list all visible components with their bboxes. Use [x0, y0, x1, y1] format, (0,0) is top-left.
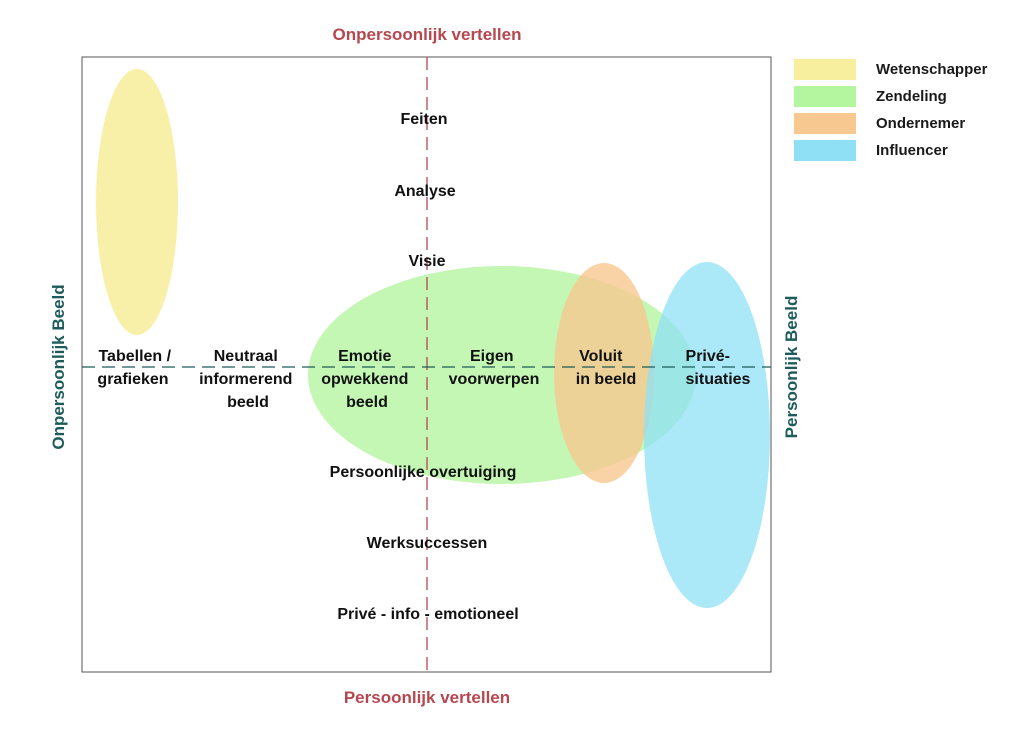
wetenschapper-region — [96, 69, 178, 335]
axis-title-right: Persoonlijk Beeld — [782, 296, 801, 439]
axis-title-top: Onpersoonlijk vertellen — [333, 25, 522, 44]
item-analyse: Analyse — [394, 183, 455, 200]
legend-swatch-influencer — [794, 140, 856, 161]
item-emotie-opwekkend-beeld: Emotie opwekkend beeld — [321, 348, 413, 411]
item-eigen-voorwerpen: Eigen voorwerpen — [449, 348, 540, 388]
legend: Wetenschapper Zendeling Ondernemer Influ… — [794, 56, 987, 164]
legend-item-ondernemer: Ondernemer — [794, 110, 987, 137]
axis-title-left: Onpersoonlijk Beeld — [49, 284, 68, 449]
influencer-region — [644, 262, 770, 608]
ondernemer-region — [554, 263, 654, 483]
legend-label: Wetenschapper — [876, 61, 988, 78]
legend-swatch-wetenschapper — [794, 59, 856, 80]
legend-label: Influencer — [876, 142, 948, 159]
item-persoonlijke-overtuiging: Persoonlijke overtuiging — [330, 464, 517, 481]
item-voluit-in-beeld: Voluit in beeld — [576, 348, 636, 388]
item-neutraal-informerend-beeld: Neutraal informerend beeld — [199, 348, 297, 411]
item-tabellen-grafieken: Tabellen / grafieken — [97, 348, 175, 388]
item-werksuccessen: Werksuccessen — [367, 535, 488, 552]
item-prive-info-emotioneel: Privé - info - emotioneel — [337, 606, 518, 623]
legend-swatch-ondernemer — [794, 113, 856, 134]
item-visie: Visie — [408, 253, 445, 270]
legend-item-influencer: Influencer — [794, 137, 987, 164]
legend-label: Ondernemer — [876, 115, 966, 132]
item-prive-situaties: Privé- situaties — [686, 348, 751, 388]
legend-label: Zendeling — [876, 88, 947, 105]
legend-item-wetenschapper: Wetenschapper — [794, 56, 987, 83]
axis-title-bottom: Persoonlijk vertellen — [344, 688, 510, 707]
item-feiten: Feiten — [400, 111, 447, 128]
legend-swatch-zendeling — [794, 86, 856, 107]
legend-item-zendeling: Zendeling — [794, 83, 987, 110]
